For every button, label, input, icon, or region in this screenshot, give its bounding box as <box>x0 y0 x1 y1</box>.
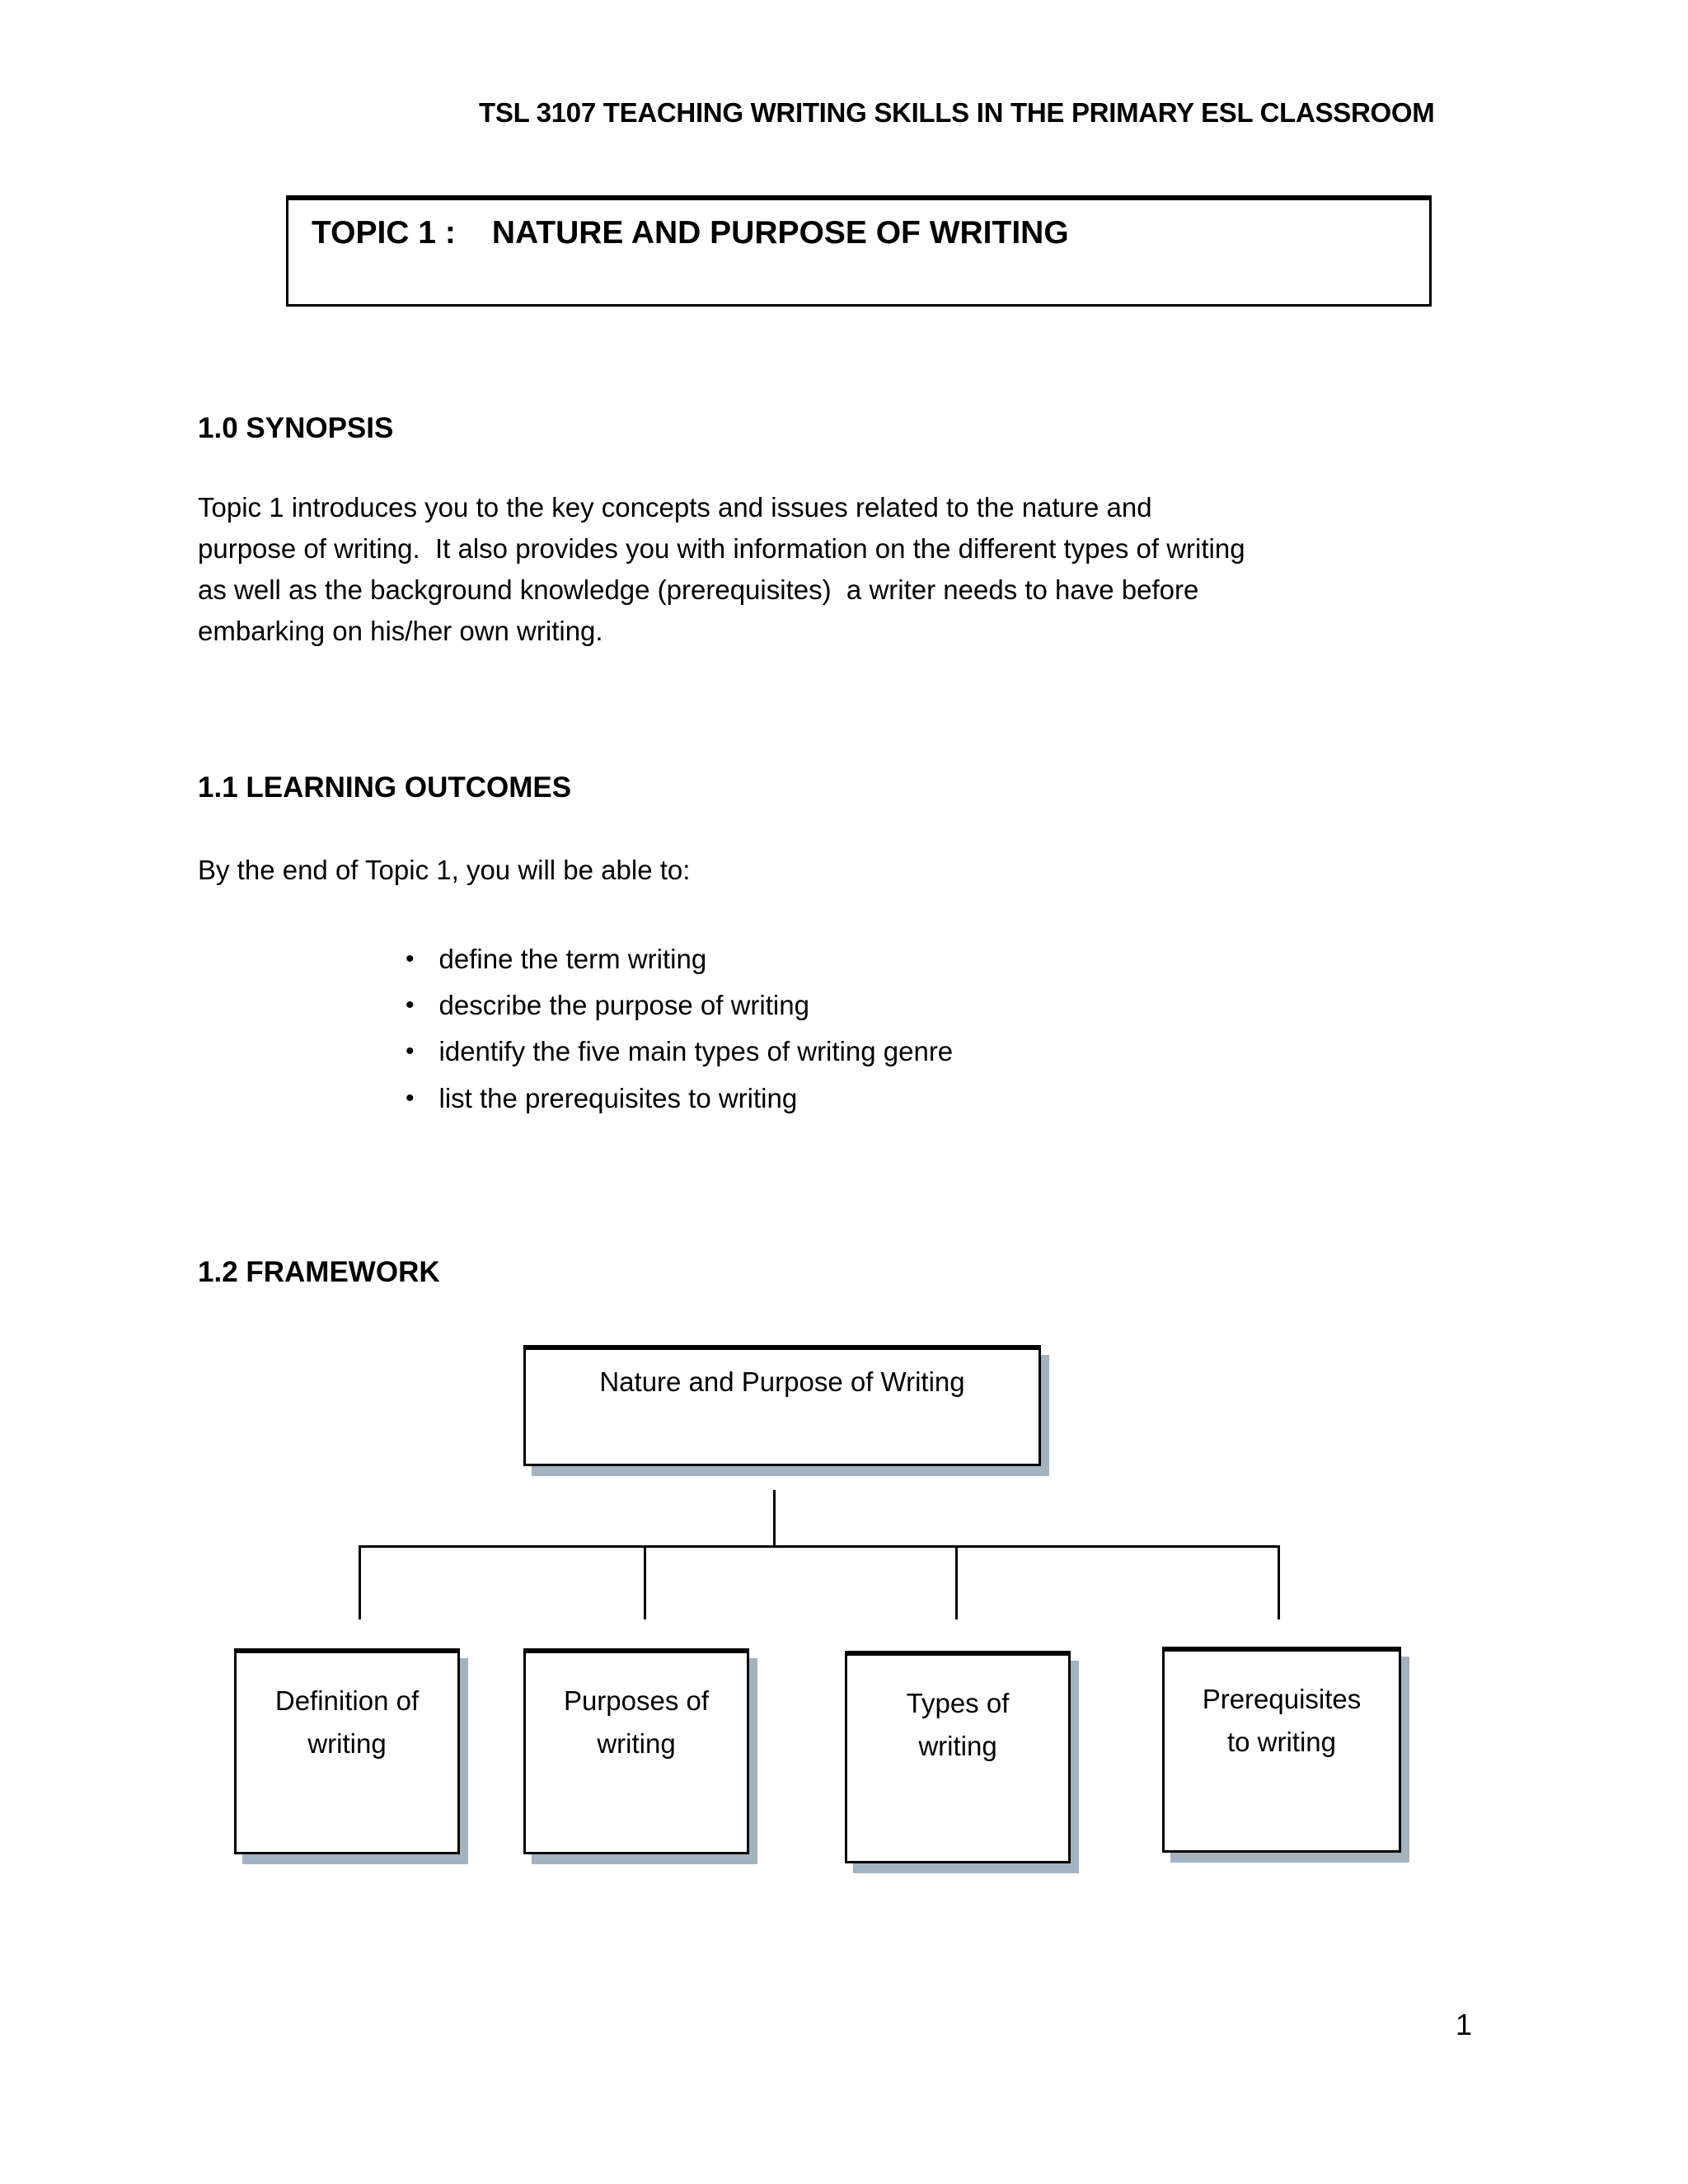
course-header: TSL 3107 TEACHING WRITING SKILLS IN THE … <box>479 97 1435 128</box>
connector-drop-line <box>644 1545 646 1619</box>
page-number: 1 <box>1456 2008 1473 2041</box>
diagram-child-label-line: writing <box>307 1728 387 1759</box>
synopsis-heading: 1.0 SYNOPSIS <box>198 412 394 444</box>
diagram-child-label-line: Prerequisites <box>1202 1684 1362 1714</box>
diagram-child-box-definition: Definition of writing <box>234 1648 460 1854</box>
diagram-child-label-line: Definition of <box>274 1685 420 1716</box>
diagram-child-box-types: Types of writing <box>845 1651 1071 1863</box>
bullet-icon: • <box>406 1085 415 1112</box>
outcome-text: list the prerequisites to writing <box>438 1083 798 1113</box>
diagram-child-label-line: Types of <box>906 1688 1010 1718</box>
framework-heading: 1.2 FRAMEWORK <box>198 1256 440 1288</box>
outcome-text: describe the purpose of writing <box>438 990 809 1020</box>
diagram-child-label-line: writing <box>597 1728 676 1759</box>
synopsis-paragraph-line: Topic 1 introduces you to the key concep… <box>198 492 1152 523</box>
bullet-icon: • <box>406 991 415 1019</box>
outcome-text: define the term writing <box>438 944 707 974</box>
topic-title: NATURE AND PURPOSE OF WRITING <box>491 215 1069 251</box>
diagram-child-label-line: writing <box>918 1731 997 1761</box>
connector-drop-line <box>359 1545 361 1619</box>
synopsis-paragraph-line: purpose of writing. It also provides you… <box>198 533 1245 564</box>
outcomes-heading: 1.1 LEARNING OUTCOMES <box>198 771 572 804</box>
diagram-root-label: Nature and Purpose of Writing <box>599 1366 965 1397</box>
bullet-icon: • <box>406 945 415 972</box>
connector-drop-line <box>1278 1545 1280 1619</box>
outcome-text: identify the five main types of writing … <box>438 1036 954 1066</box>
topic-title-box: TOPIC 1 : NATURE AND PURPOSE OF WRITING <box>286 195 1432 307</box>
diagram-child-label-line: to writing <box>1226 1727 1337 1757</box>
bullet-icon: • <box>406 1038 415 1065</box>
connector-horizontal-line <box>359 1545 1280 1548</box>
diagram-child-box-purposes: Purposes of writing <box>523 1648 749 1854</box>
topic-prefix: TOPIC 1 : <box>312 215 456 251</box>
synopsis-paragraph-line: embarking on his/her own writing. <box>198 616 603 646</box>
diagram-child-box-prerequisites: Prerequisites to writing <box>1162 1647 1401 1853</box>
synopsis-paragraph-line: as well as the background knowledge (pre… <box>198 574 1199 605</box>
outcome-list-item: • describe the purpose of writing <box>406 987 809 1024</box>
outcome-list-item: • define the term writing <box>406 941 706 977</box>
diagram-root-box: Nature and Purpose of Writing <box>523 1345 1041 1466</box>
connector-drop-line <box>955 1545 958 1619</box>
outcomes-intro: By the end of Topic 1, you will be able … <box>198 855 691 885</box>
outcome-list-item: • list the prerequisites to writing <box>406 1080 797 1117</box>
outcome-list-item: • identify the five main types of writin… <box>406 1033 953 1070</box>
diagram-child-label-line: Purposes of <box>563 1685 710 1716</box>
connector-vertical-center-line <box>773 1490 776 1545</box>
